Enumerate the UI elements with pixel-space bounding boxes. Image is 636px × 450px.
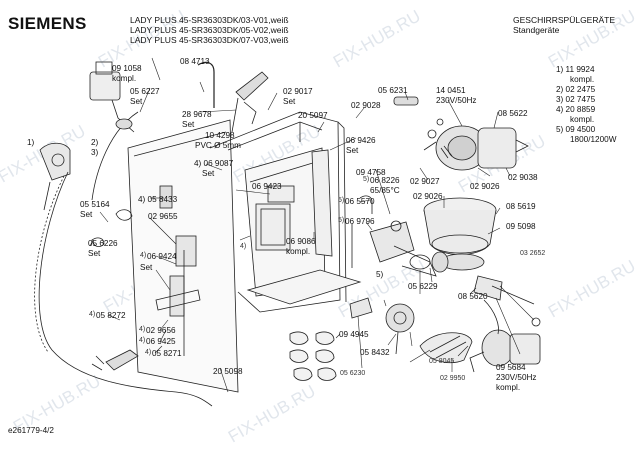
legend-line: kompl.	[570, 75, 595, 84]
part-label: 06 9426	[346, 136, 376, 145]
callout-4: 4)	[140, 252, 147, 259]
part-label: 06 9425	[146, 337, 176, 346]
part-label: kompl.	[112, 74, 137, 83]
category-label: GESCHIRRSPÜLGERÄTE	[513, 15, 616, 25]
part-label: Set	[182, 120, 195, 129]
part-label: 20 5098	[213, 367, 243, 376]
part-label: 08 5622	[498, 109, 528, 118]
part-label: 05 6227	[130, 87, 160, 96]
part-label: kompl.	[496, 383, 521, 392]
part-label: 05 5164	[80, 200, 110, 209]
part-label: 03 2652	[520, 250, 546, 257]
part-label: 06 8226	[370, 176, 400, 185]
model-line: LADY PLUS 45-SR36303DK/05-V02,weiß	[130, 25, 289, 35]
part-label: 05 8272	[96, 311, 126, 320]
part-label: 230V/50Hz	[436, 96, 477, 105]
part-label: PVC Ø 5mm	[195, 141, 241, 150]
callout-1: 1)	[27, 138, 35, 147]
legend-line: 3) 02 7475	[556, 95, 596, 104]
legend-line: 5) 09 4500	[556, 125, 596, 134]
callout-4: 4)	[89, 311, 96, 318]
part-label: 06 5570	[345, 197, 375, 206]
part-label: 05 8045	[429, 358, 455, 365]
legend-line: 1800/1200W	[570, 135, 617, 144]
part-label: 05 6231	[378, 86, 408, 95]
part-label: 4) 06 9087	[194, 159, 234, 168]
part-label: 02 9026	[413, 192, 443, 201]
part-label: 4) 05 8433	[138, 195, 178, 204]
part-label: 08 5619	[506, 202, 536, 211]
part-label: 05 6226	[88, 239, 118, 248]
callout-2: 2)	[91, 138, 99, 147]
model-line: LADY PLUS 45-SR36303DK/07-V03,weiß	[130, 35, 289, 45]
diagram-id: e261779-4/2	[8, 426, 54, 435]
callout-5: 5)	[363, 176, 370, 183]
part-label: Set	[80, 210, 93, 219]
part-label: 10 4298	[205, 131, 235, 140]
callout-4: 4)	[139, 337, 146, 344]
model-line: LADY PLUS 45-SR36303DK/03-V01,weiß	[130, 15, 289, 25]
legend-line: 4) 20 8859	[556, 105, 596, 114]
part-label: 02 9655	[148, 212, 178, 221]
legend-line: kompl.	[570, 115, 595, 124]
part-label: 06 9796	[345, 217, 375, 226]
part-label: 05 8271	[152, 349, 182, 358]
callout-3: 3)	[91, 148, 99, 157]
part-label: 06 9424	[147, 252, 177, 261]
part-label: 09 1058	[112, 64, 142, 73]
callout-4: 4)	[240, 243, 247, 250]
part-label: 09 4945	[339, 330, 369, 339]
part-label: 14 0451	[436, 86, 466, 95]
callout-5: 5)	[338, 217, 345, 224]
part-label: 02 9017	[283, 87, 313, 96]
part-label: 05 8432	[360, 348, 390, 357]
part-label: 09 4758	[356, 168, 386, 177]
part-label: 02 9028	[351, 101, 381, 110]
part-label: 02 9027	[410, 177, 440, 186]
part-label: 65/85°C	[370, 186, 400, 195]
part-label: 06 9423	[252, 182, 282, 191]
part-label: kompl.	[286, 247, 311, 256]
callout-5: 5)	[338, 197, 345, 204]
part-label: Set	[140, 263, 153, 272]
part-label: Set	[130, 97, 143, 106]
part-label: 02 9656	[146, 326, 176, 335]
callout-5: 5)	[376, 270, 384, 279]
part-label: 05 6229	[408, 282, 438, 291]
callout-4: 4)	[139, 326, 146, 333]
part-label: Set	[88, 249, 101, 258]
brand-logo: SIEMENS	[8, 14, 87, 33]
part-label: 02 9026	[470, 182, 500, 191]
part-label: 28 9678	[182, 110, 212, 119]
part-label: Set	[283, 97, 296, 106]
part-label: 230V/50Hz	[496, 373, 537, 382]
part-label: Set	[346, 146, 359, 155]
part-label: 02 9038	[508, 173, 538, 182]
part-label: 20 5097	[298, 111, 328, 120]
callout-4: 4)	[145, 349, 152, 356]
part-label: 02 9950	[440, 375, 466, 382]
part-label: 09 5098	[506, 222, 536, 231]
legend-line: 2) 02 2475	[556, 85, 596, 94]
part-label: Set	[202, 169, 215, 178]
part-label: 08 5620	[458, 292, 488, 301]
part-label: 05 6230	[340, 370, 366, 377]
part-label: 06 9086	[286, 237, 316, 246]
part-label: 08 4713	[180, 57, 210, 66]
subcategory-label: Standgeräte	[513, 25, 560, 35]
part-label: 09 5684	[496, 363, 526, 372]
legend-line: 1) 11 9924	[556, 65, 595, 74]
